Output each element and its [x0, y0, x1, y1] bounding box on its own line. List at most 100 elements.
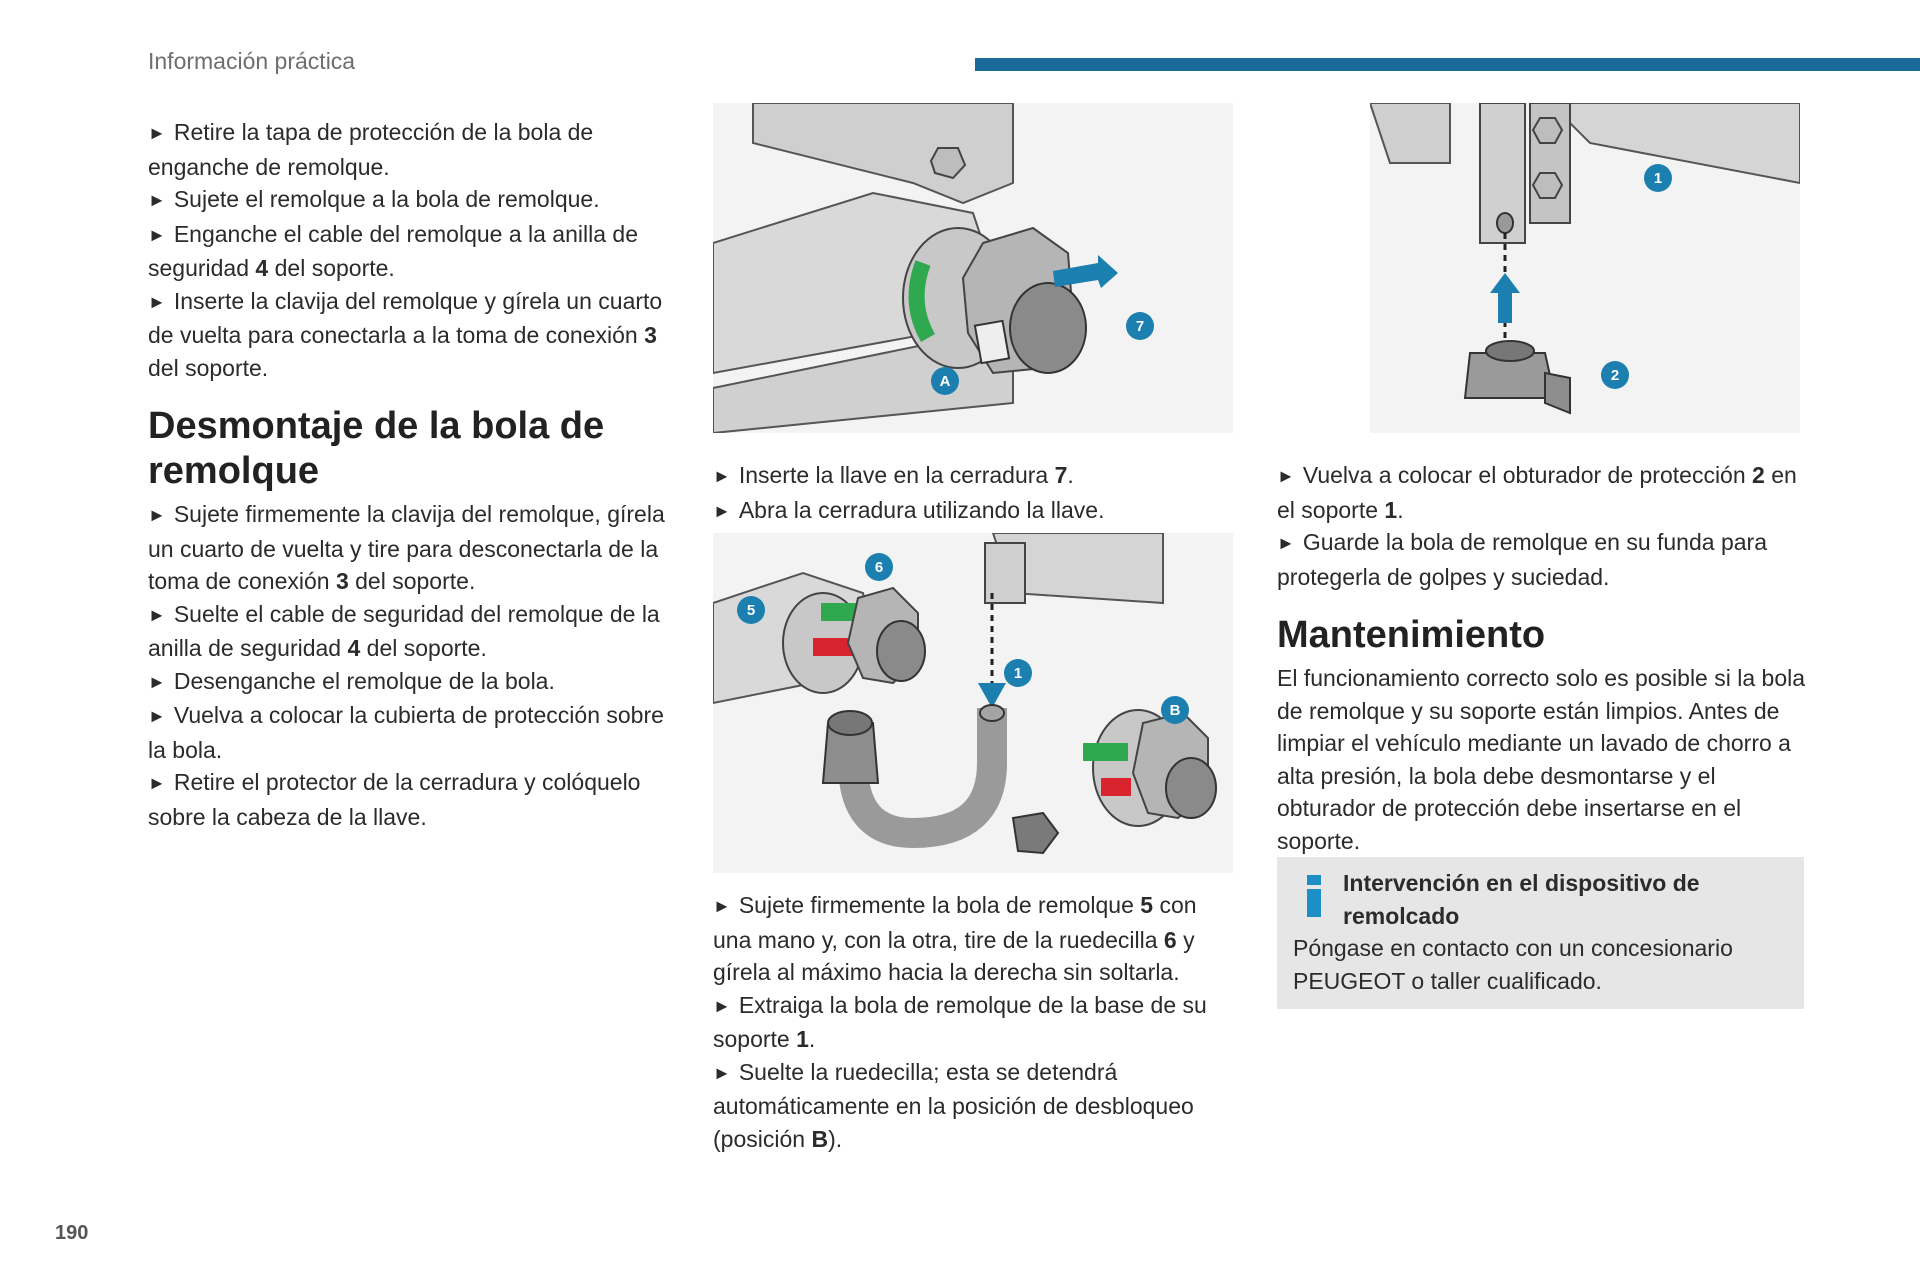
- step-text: .: [808, 1026, 816, 1052]
- step-text: .: [1397, 496, 1404, 523]
- column-middle-bottom: ►Sujete firmemente la bola de remolque 5…: [713, 889, 1233, 1155]
- step-text: Vuelva a colocar el obturador de protecc…: [1302, 462, 1753, 488]
- step-item: ► Abra la cerradura utilizando la llave.: [713, 494, 1233, 529]
- column-left: ►Retire la tapa de protección de la bola…: [148, 116, 668, 833]
- step-item: ►Guarde la bola de remolque en su funda …: [1277, 526, 1807, 593]
- triangle-bullet-icon: ►: [148, 123, 166, 143]
- badge-six: 6: [875, 559, 883, 576]
- steps-list: ► Vuelva a colocar el obturador de protec…: [1277, 459, 1807, 593]
- step-text: Suelte la ruedecilla; esta se detendrá a…: [713, 1058, 1194, 1152]
- step-text: y gírela al máximo hacia la derecha sin …: [713, 926, 1195, 986]
- step-item: ► Sujete el remolque a la bola de remolqu…: [148, 183, 668, 218]
- step-text: en el soporte: [1277, 462, 1797, 523]
- step-item: ► Inserte la llave en la cerradura 7.: [713, 459, 1233, 494]
- step-text: Desenganche el remolque de la bola.: [173, 667, 555, 694]
- info-title: Intervención en el dispositivo de remolc…: [1343, 870, 1700, 929]
- triangle-bullet-icon: ►: [713, 1062, 731, 1083]
- step-reference: 1: [796, 1026, 809, 1052]
- step-reference: 3: [644, 322, 657, 348]
- step-reference: B: [811, 1125, 829, 1152]
- badge-one: 1: [1654, 170, 1662, 187]
- step-text: Inserte la clavija del remolque y gírela…: [148, 287, 663, 349]
- step-text: con una mano y, con la otra, tire de la …: [713, 892, 1197, 953]
- step-reference: 1: [1384, 496, 1398, 523]
- badge-five: 5: [747, 602, 755, 619]
- triangle-bullet-icon: ►: [713, 500, 731, 521]
- step-reference: 2: [1752, 462, 1765, 488]
- step-text: Retire la tapa de protección de la bola …: [148, 119, 594, 180]
- step-item: ►Enganche el cable del remolque a la ani…: [148, 218, 668, 285]
- triangle-bullet-icon: ►: [148, 671, 166, 692]
- lock-key-illustration: 7 A: [713, 103, 1233, 433]
- maintenance-paragraph: El funcionamiento correcto solo es posib…: [1277, 665, 1806, 854]
- badge-one: 1: [1014, 665, 1022, 682]
- triangle-bullet-icon: ►: [148, 773, 166, 793]
- section-heading: Mantenimiento: [1277, 614, 1546, 656]
- step-text: ).: [828, 1125, 843, 1152]
- triangle-bullet-icon: ►: [148, 706, 166, 726]
- triangle-bullet-icon: ►: [1277, 466, 1295, 486]
- figure-lock-key: 7 A: [713, 103, 1233, 433]
- badge-a: A: [940, 373, 951, 390]
- column-middle-top: ► Inserte la llave en la cerradura 7. ► Abr…: [713, 459, 1233, 528]
- step-text: Sujete firmemente la clavija del remolqu…: [148, 501, 665, 594]
- step-text: Guarde la bola de remolque en su funda p…: [1277, 529, 1767, 590]
- step-text: Enganche el cable del remolque a la anil…: [148, 220, 638, 282]
- triangle-bullet-icon: ►: [148, 604, 166, 625]
- step-item: ►Vuelva a colocar la cubierta de protecc…: [148, 699, 668, 766]
- step-item: ►Retire la tapa de protección de la bola…: [148, 116, 668, 183]
- step-item: ►Inserte la clavija del remolque y gírel…: [148, 285, 668, 385]
- step-item: ► Desenganche el remolque de la bola.: [148, 665, 668, 700]
- step-reference: 7: [1054, 462, 1068, 488]
- section-heading: Desmontaje de la bola de remolque: [148, 405, 605, 492]
- triangle-bullet-icon: ►: [148, 505, 166, 525]
- step-text: Extraiga la bola de remolque de la base …: [713, 991, 1207, 1053]
- column-right: ► Vuelva a colocar el obturador de protec…: [1277, 459, 1807, 857]
- step-item: ►Suelte la ruedecilla; esta se detendrá …: [713, 1056, 1233, 1156]
- steps-list: ► Inserte la llave en la cerradura 7. ► Abr…: [713, 459, 1233, 528]
- step-text: del soporte.: [268, 255, 395, 281]
- steps-list: ►Retire la tapa de protección de la bola…: [148, 116, 668, 384]
- step-text: Suelte el cable de seguridad del remolqu…: [148, 600, 660, 662]
- triangle-bullet-icon: ►: [713, 896, 731, 916]
- step-text: Sujete el remolque a la bola de remolque…: [173, 186, 600, 212]
- step-text: del soporte.: [360, 635, 487, 661]
- step-text: del soporte.: [148, 354, 269, 381]
- triangle-bullet-icon: ►: [148, 291, 166, 312]
- step-text: del soporte.: [348, 568, 476, 594]
- step-reference: 4: [255, 255, 269, 281]
- step-text: Vuelva a colocar la cubierta de protecci…: [148, 702, 664, 763]
- step-item: ► Vuelva a colocar el obturador de protec…: [1277, 459, 1807, 526]
- remove-ball-illustration: 5 6 1 B: [713, 533, 1233, 873]
- figure-remove-ball: 5 6 1 B: [713, 533, 1233, 873]
- info-body: Póngase en contacto con un concesionario…: [1293, 935, 1733, 994]
- info-box: Intervención en el dispositivo de remolc…: [1277, 857, 1804, 1009]
- step-item: ►Sujete firmemente la clavija del remolq…: [148, 498, 668, 598]
- badge-b: B: [1170, 702, 1181, 719]
- info-icon: [1307, 875, 1321, 917]
- protective-cap-illustration: 1 2: [1370, 103, 1800, 433]
- step-text: Inserte la llave en la cerradura: [738, 462, 1055, 488]
- step-item: ►Sujete firmemente la bola de remolque 5…: [713, 889, 1233, 989]
- step-text: Sujete firmemente la bola de remolque: [738, 892, 1141, 918]
- steps-list: ►Sujete firmemente la bola de remolque 5…: [713, 889, 1233, 1155]
- figure-protective-cap: 1 2: [1370, 103, 1800, 433]
- step-reference: 6: [1163, 926, 1177, 953]
- triangle-bullet-icon: ►: [148, 224, 166, 245]
- header-section-title: Información práctica: [148, 48, 356, 74]
- step-item: ►Retire el protector de la cerradura y c…: [148, 766, 668, 833]
- triangle-bullet-icon: ►: [713, 466, 731, 486]
- badge-seven: 7: [1136, 318, 1144, 335]
- triangle-bullet-icon: ►: [148, 190, 166, 210]
- step-item: ►Suelte el cable de seguridad del remolq…: [148, 598, 668, 665]
- badge-two: 2: [1611, 367, 1619, 384]
- header-accent-bar: [975, 58, 1920, 71]
- page-number: 190: [55, 1222, 89, 1244]
- step-text: Abra la cerradura utilizando la llave.: [738, 496, 1105, 523]
- triangle-bullet-icon: ►: [1277, 533, 1295, 553]
- step-reference: 3: [335, 568, 349, 594]
- steps-list: ►Sujete firmemente la clavija del remolq…: [148, 498, 668, 833]
- step-item: ►Extraiga la bola de remolque de la base…: [713, 989, 1233, 1056]
- step-text: .: [1067, 462, 1074, 488]
- triangle-bullet-icon: ►: [713, 995, 731, 1016]
